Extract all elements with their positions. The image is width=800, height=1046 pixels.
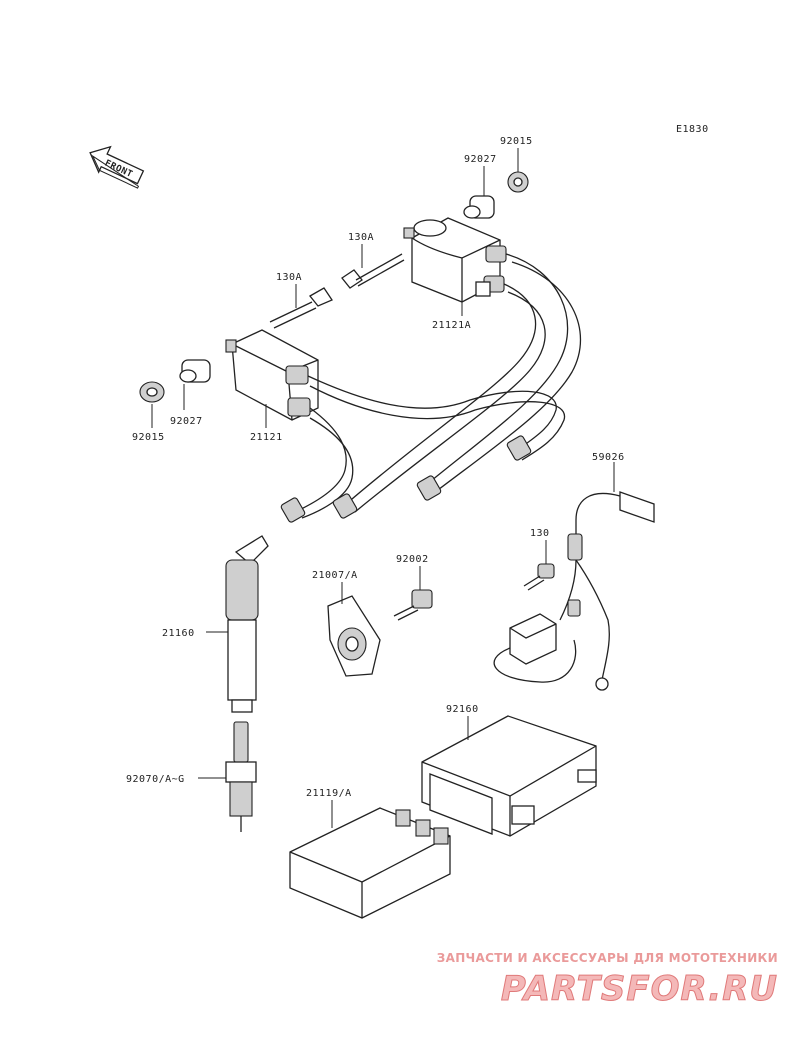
label-92015-left: 92015 (132, 432, 165, 443)
ic-igniter-21119A[interactable] (289, 807, 451, 919)
pickup-coil-59026[interactable] (493, 491, 655, 691)
bolt-130A-upper[interactable] (341, 253, 405, 289)
ignition-coil-21121A[interactable] (403, 217, 507, 303)
case-92160[interactable] (421, 715, 597, 837)
label-21160: 21160 (162, 628, 195, 639)
screw-92002[interactable] (393, 589, 433, 621)
grommet-92015-left[interactable] (139, 381, 165, 403)
bolt-130A-lower[interactable] (269, 287, 333, 329)
label-130: 130 (530, 528, 550, 539)
label-130A-left: 130A (276, 272, 302, 283)
watermark-tagline: ЗАПЧАСТИ И АКСЕССУАРЫ ДЛЯ МОТОТЕХНИКИ (437, 951, 778, 965)
label-92002: 92002 (396, 554, 429, 565)
leader-lines (151, 148, 615, 828)
ht-lead-wires (280, 253, 582, 523)
collar-92027-top[interactable] (463, 195, 495, 219)
label-21007A: 21007/A (312, 570, 358, 581)
label-92027-top: 92027 (464, 154, 497, 165)
label-92070: 92070/A~G (126, 774, 185, 785)
label-130A-top: 130A (348, 232, 374, 243)
label-92160: 92160 (446, 704, 479, 715)
label-21121: 21121 (250, 432, 283, 443)
ignition-coil-21121[interactable] (225, 329, 319, 421)
label-21121A: 21121A (432, 320, 471, 331)
label-92027-left: 92027 (170, 416, 203, 427)
spark-plug-cap-21160[interactable] (225, 535, 269, 713)
grommet-92015-top[interactable] (507, 171, 529, 193)
collar-92027-left[interactable] (179, 359, 211, 383)
pickup-plate-21007A[interactable] (327, 595, 381, 677)
label-21119A: 21119/A (306, 788, 352, 799)
bolt-130[interactable] (523, 563, 555, 591)
front-arrow-icon: FRONT (89, 145, 145, 189)
watermark-brand: PARTSFOR.RU (501, 969, 778, 1009)
diagram-code: E1830 (676, 124, 709, 135)
label-92015-top: 92015 (500, 136, 533, 147)
label-59026: 59026 (592, 452, 625, 463)
spark-plug-92070[interactable] (225, 721, 257, 832)
